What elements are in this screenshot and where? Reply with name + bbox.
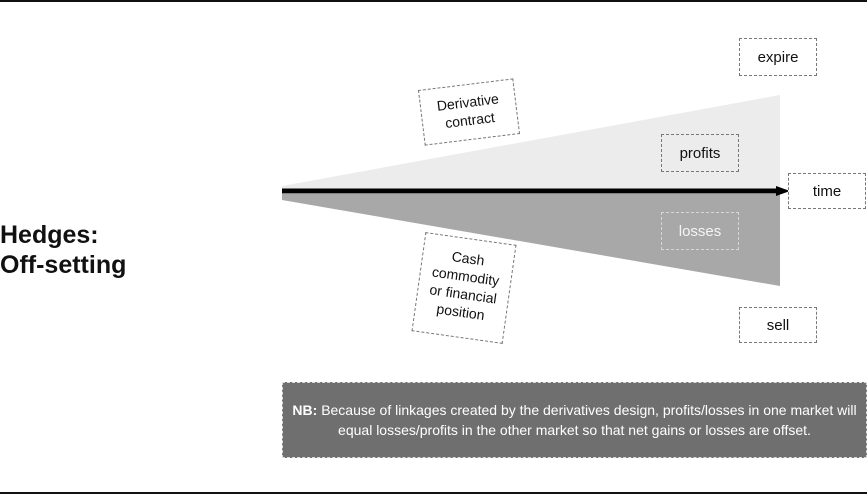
note-text: Because of linkages created by the deriv… xyxy=(321,402,857,438)
profits-label: profits xyxy=(661,134,739,172)
losses-label: losses xyxy=(661,212,739,250)
title-line-1: Hedges: xyxy=(0,221,99,249)
time-arrow-head xyxy=(776,186,790,196)
lower-wedge xyxy=(282,194,780,286)
title-line-2: Off-setting xyxy=(0,251,127,279)
derivative-contract-label: Derivative contract xyxy=(417,78,521,146)
note-prefix: NB: xyxy=(292,402,318,418)
cash-position-label: Cash commodity or financial position xyxy=(411,232,517,344)
expire-label: expire xyxy=(739,38,817,76)
note-box: NB: Because of linkages created by the d… xyxy=(282,382,867,458)
bottom-rule xyxy=(0,492,867,494)
top-rule xyxy=(0,0,867,2)
time-label: time xyxy=(788,173,866,209)
upper-wedge xyxy=(282,95,780,190)
page-title: Hedges: Off-setting xyxy=(0,220,126,280)
sell-label: sell xyxy=(739,307,817,343)
